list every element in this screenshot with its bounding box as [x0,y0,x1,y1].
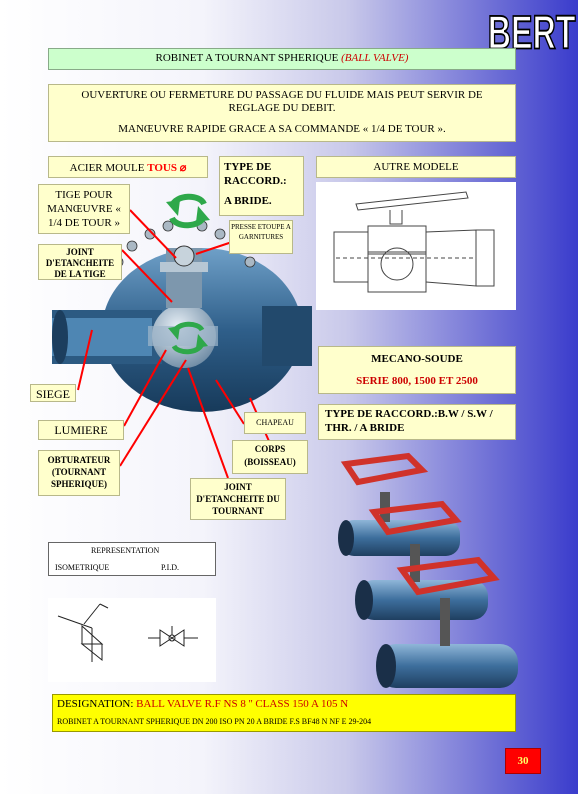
label-stem-seal-text: JOINT D'ETANCHEITE DE LA TIGE [45,247,115,279]
mecano-soude-valves [338,452,518,688]
designation-line: DESIGNATION: BALL VALVE R.F NS 8 '' CLAS… [57,698,348,710]
designation-value: BALL VALVE R.F NS 8 '' CLASS 150 A 105 N [136,698,349,710]
label-stem: TIGE POUR MANŒUVRE « 1/4 DE TOUR » [38,184,130,234]
representation-iso-label: ISOMETRIQUE [55,563,110,572]
material-highlight: TOUS [147,162,180,174]
label-seat-text: SIEGE [36,387,70,401]
valve-2 [355,500,488,620]
title-prefix: ROBINET A TOURNANT SPHERIQUE [155,52,342,64]
other-model-box: AUTRE MODELE [316,156,516,178]
isometric-valve-symbol [57,603,109,662]
connection-type-box: TYPE DE RACCORD.: A BRIDE. [219,156,304,216]
other-model-drawing [316,182,516,310]
mecano-title: MECANO-SOUDE [371,353,463,365]
label-ball-seal-text: JOINT D'ETANCHEITE DU TOURNANT [196,482,280,516]
connection-type-line-2: RACCORD.: [224,175,287,187]
rotation-arrow-icon [166,193,210,229]
representation-box: REPRESENTATION ISOMETRIQUE P.I.D. [48,542,216,576]
page-title: ROBINET A TOURNANT SPHERIQUE (BALL VALVE… [49,52,515,64]
label-ball-text: OBTURATEUR (TOURNANT SPHERIQUE) [47,455,111,489]
connection-type-2-text: TYPE DE RACCORD.:B.W / S.W / THR. / A BR… [325,408,493,434]
rotation-arrow-icon [168,321,208,355]
intro-line-2: MANŒUVRE RAPIDE GRACE A SA COMMANDE « 1/… [118,123,446,135]
title-suffix: (BALL VALVE) [341,52,409,64]
representation-symbols [48,598,216,682]
label-seat: SIEGE [30,384,76,402]
label-bonnet: CHAPEAU [244,412,306,434]
material-text: ACIER MOULE [69,162,148,174]
material-label: ACIER MOULE TOUS ⌀ [49,161,207,174]
designation-box: DESIGNATION: BALL VALVE R.F NS 8 '' CLAS… [52,694,516,732]
connection-type-2-box: TYPE DE RACCORD.:B.W / S.W / THR. / A BR… [318,404,516,440]
material-box: ACIER MOULE TOUS ⌀ [48,156,208,178]
mecano-box: MECANO-SOUDE SERIE 800, 1500 ET 2500 [318,346,516,394]
title-box: ROBINET A TOURNANT SPHERIQUE (BALL VALVE… [48,48,516,70]
label-ball: OBTURATEUR (TOURNANT SPHERIQUE) [38,450,120,496]
designation-label: DESIGNATION: [57,698,137,710]
label-stem-seal: JOINT D'ETANCHEITE DE LA TIGE [38,244,122,280]
connection-type-line-3: A BRIDE. [224,195,272,207]
intro-line-1: OUVERTURE OU FERMETURE DU PASSAGE DU FLU… [81,89,483,114]
connection-type-line-1: TYPE DE [224,161,272,173]
label-stem-text: TIGE POUR MANŒUVRE « 1/4 DE TOUR » [47,189,121,229]
label-body: CORPS (BOISSEAU) [232,440,308,474]
label-packing-text: PRESSE ETOUPE A GARNITURES [231,223,291,241]
mecano-series: SERIE 800, 1500 ET 2500 [356,375,478,387]
pid-valve-symbol [148,626,198,647]
representation-pid-label: P.I.D. [161,563,180,572]
label-ball-seal: JOINT D'ETANCHEITE DU TOURNANT [190,478,286,520]
valve-3 [376,556,518,688]
representation-title: REPRESENTATION [91,546,160,555]
other-model-label: AUTRE MODELE [373,161,459,173]
intro-box: OUVERTURE OU FERMETURE DU PASSAGE DU FLU… [48,84,516,142]
label-packing: PRESSE ETOUPE A GARNITURES [229,220,293,254]
designation-detail: ROBINET A TOURNANT SPHERIQUE DN 200 ISO … [57,717,372,726]
diameter-symbol-icon: ⌀ [179,162,187,174]
label-bonnet-text: CHAPEAU [256,418,294,427]
label-port: LUMIERE [38,420,124,440]
label-port-text: LUMIERE [54,423,108,437]
valve-1 [338,452,460,556]
page-number: 30 [505,748,541,774]
label-body-text: CORPS (BOISSEAU) [244,444,296,467]
